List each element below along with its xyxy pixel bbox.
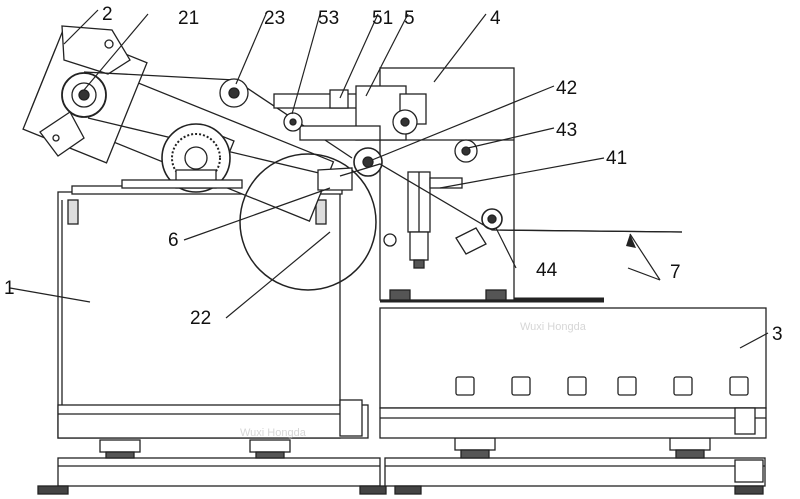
arm-bracket xyxy=(39,25,131,157)
leader-lines xyxy=(9,9,769,349)
label-21: 21 xyxy=(178,8,199,29)
web-arrow xyxy=(626,234,636,248)
machine-feet xyxy=(99,437,711,459)
label-2: 2 xyxy=(102,4,113,25)
base-rail-right xyxy=(384,457,766,495)
label-6: 6 xyxy=(168,230,179,251)
label-4: 4 xyxy=(490,8,501,29)
label-51: 51 xyxy=(372,8,393,29)
label-23: 23 xyxy=(264,8,285,29)
label-5: 5 xyxy=(404,8,415,29)
label-42: 42 xyxy=(556,78,577,99)
roller-44 xyxy=(455,208,503,255)
base-rail-left xyxy=(37,457,387,495)
roller-21 xyxy=(61,72,107,118)
part-6 xyxy=(317,167,353,191)
left-frame-part-1 xyxy=(57,185,369,439)
watermark: Wuxi Hongda xyxy=(520,321,587,333)
label-41: 41 xyxy=(606,148,627,169)
label-43: 43 xyxy=(556,120,577,141)
watermark-2: Wuxi Hongda xyxy=(240,427,307,439)
drive-motor xyxy=(121,123,243,193)
material-web-7 xyxy=(339,163,683,233)
label-3: 3 xyxy=(772,324,783,345)
label-44: 44 xyxy=(536,260,558,281)
label-1: 1 xyxy=(4,278,15,299)
roller-53 xyxy=(283,112,303,132)
cylinder-41 xyxy=(407,171,463,269)
roller-5-right xyxy=(392,109,418,135)
label-7: 7 xyxy=(670,262,681,283)
roller-43 xyxy=(454,139,478,163)
roller-22 xyxy=(239,153,377,291)
roller-42 xyxy=(353,147,383,177)
label-53: 53 xyxy=(318,8,339,29)
label-22: 22 xyxy=(190,308,211,329)
roller-23 xyxy=(219,78,249,108)
